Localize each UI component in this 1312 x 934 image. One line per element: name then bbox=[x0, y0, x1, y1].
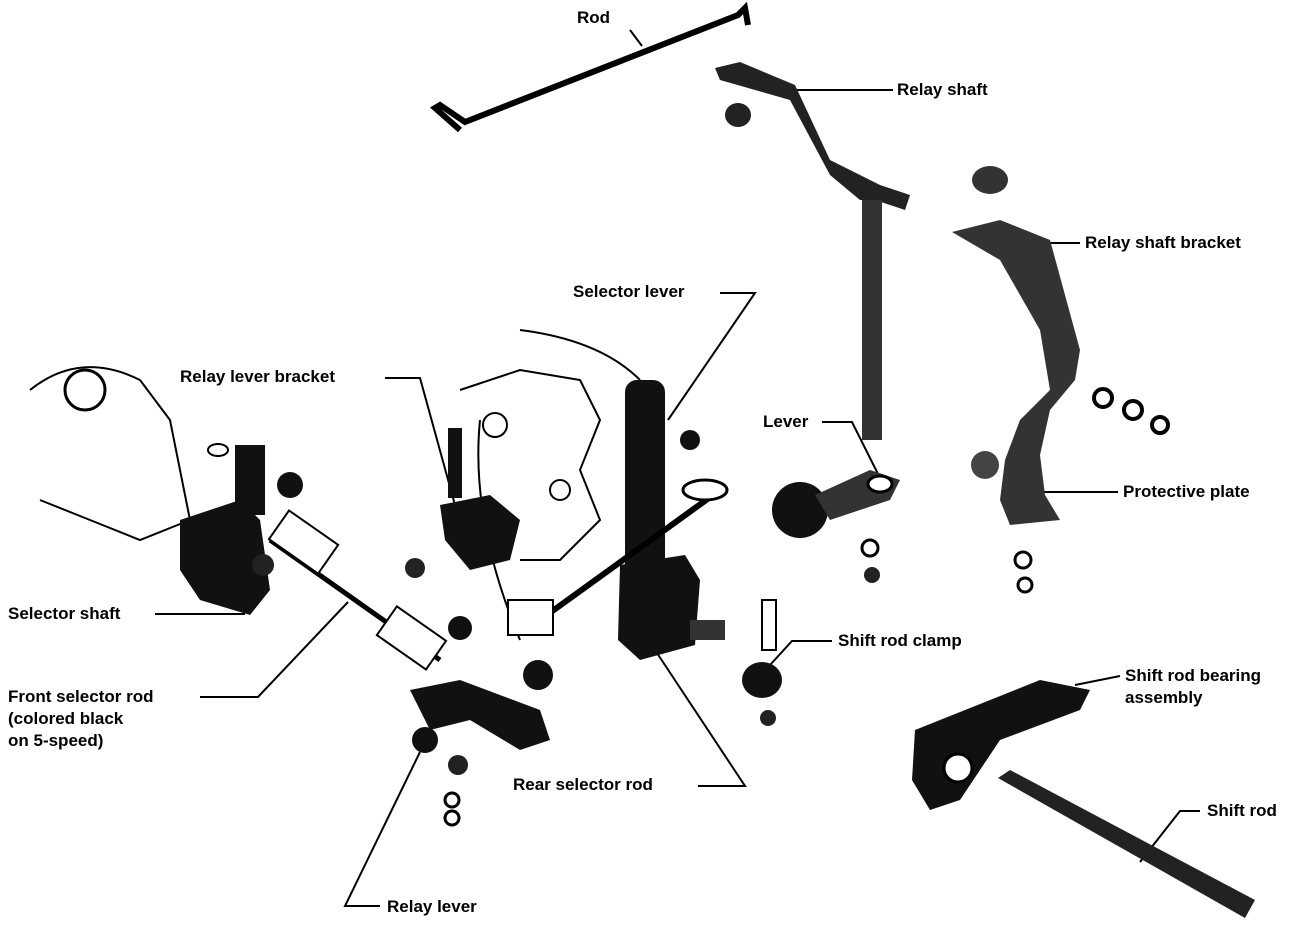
shift-rod-clamp-part bbox=[742, 599, 782, 726]
label-relay-shaft-bracket: Relay shaft bracket bbox=[1085, 233, 1241, 252]
leader-relay-lever-bracket bbox=[385, 377, 456, 506]
label-selector-lever: Selector lever bbox=[573, 282, 685, 301]
label-lever: Lever bbox=[763, 412, 809, 431]
leader-shift-rod bbox=[1139, 810, 1200, 863]
leader-relay-lever bbox=[343, 751, 421, 907]
label-shift-rod-clamp: Shift rod clamp bbox=[838, 631, 962, 650]
transmission-housing bbox=[459, 329, 641, 641]
leader-lever bbox=[822, 421, 881, 479]
shift-rod-part bbox=[998, 770, 1255, 918]
label-shift-rod: Shift rod bbox=[1207, 801, 1277, 820]
relay-lever-part bbox=[410, 680, 550, 827]
label-shift-rod-bearing-line1: Shift rod bearing bbox=[1125, 666, 1261, 685]
label-front-selector-rod-line3: on 5-speed) bbox=[8, 731, 104, 750]
front-selector-rod-part bbox=[267, 509, 553, 690]
leader-lines bbox=[155, 29, 1200, 907]
lever-part bbox=[772, 470, 900, 583]
label-rod: Rod bbox=[577, 8, 611, 27]
leader-rod bbox=[629, 29, 643, 47]
label-selector-shaft: Selector shaft bbox=[8, 604, 121, 623]
label-front-selector-rod-line1: Front selector rod bbox=[8, 687, 154, 706]
relay-shaft-bracket-part bbox=[952, 166, 1170, 594]
label-rear-selector-rod: Rear selector rod bbox=[513, 775, 653, 794]
leader-shift-rod-clamp bbox=[769, 640, 832, 666]
label-relay-lever-bracket: Relay lever bracket bbox=[180, 367, 335, 386]
relay-lever-bracket-part bbox=[405, 428, 520, 578]
shift-rod-bearing-part bbox=[912, 680, 1090, 810]
label-front-selector-rod-line2: (colored black bbox=[8, 709, 124, 728]
label-relay-shaft: Relay shaft bbox=[897, 80, 988, 99]
label-shift-rod-bearing-line2: assembly bbox=[1125, 688, 1203, 707]
relay-shaft-part bbox=[715, 62, 910, 440]
leader-front-selector-rod bbox=[200, 601, 349, 698]
rod-part bbox=[429, 1, 751, 133]
leader-shift-rod-bearing bbox=[1074, 675, 1121, 686]
selector-lever-part bbox=[507, 380, 729, 660]
leader-selector-lever bbox=[667, 292, 757, 421]
label-protective-plate: Protective plate bbox=[1123, 482, 1250, 501]
label-relay-lever: Relay lever bbox=[387, 897, 477, 916]
selector-shaft-part bbox=[29, 366, 303, 615]
leader-rear-selector-rod bbox=[654, 649, 747, 787]
